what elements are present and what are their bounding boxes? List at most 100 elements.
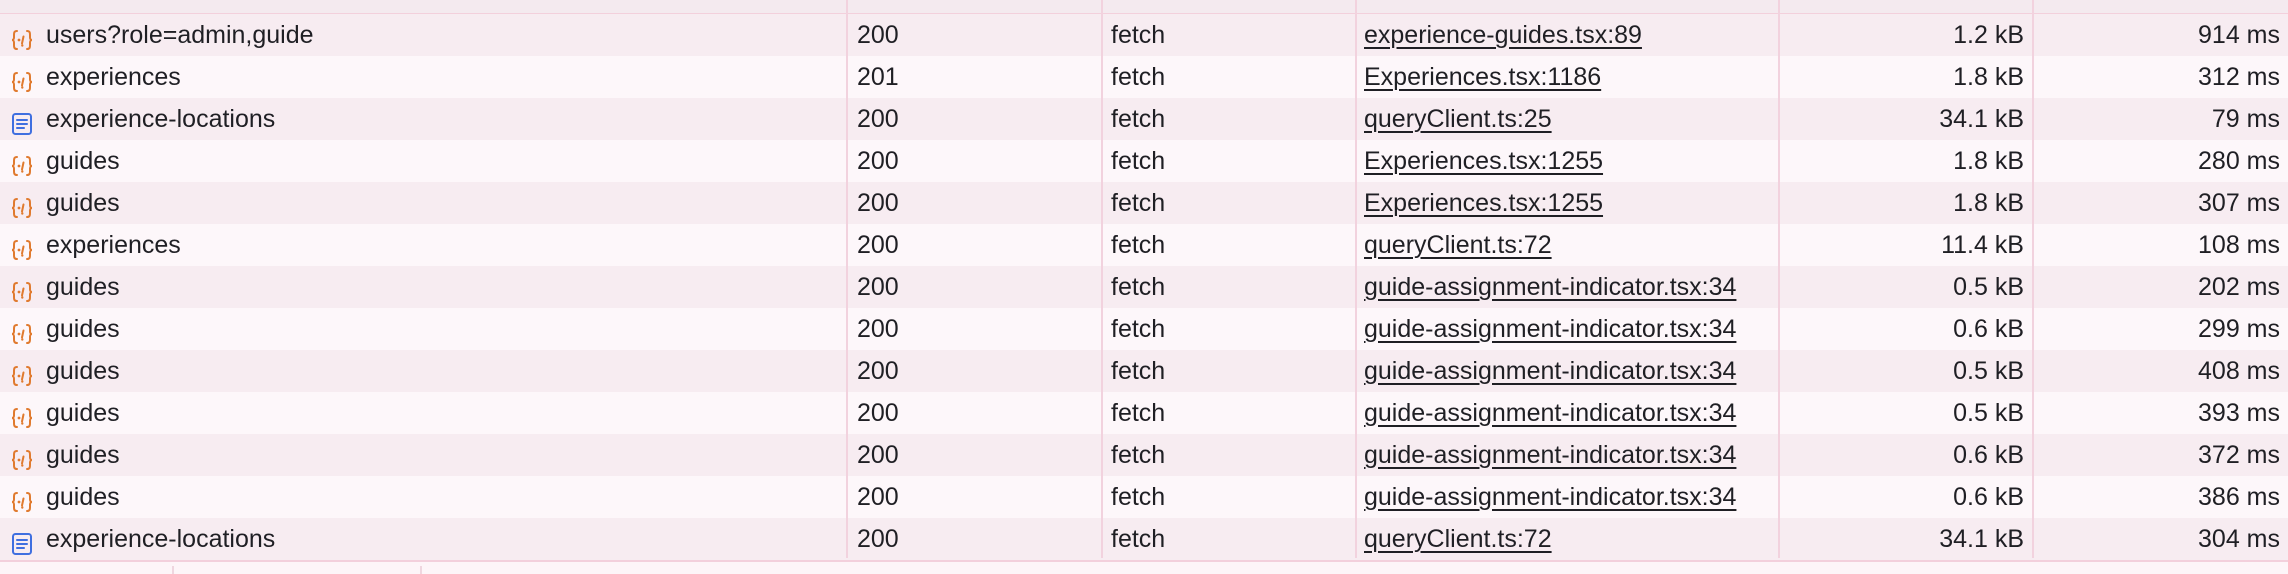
initiator-cell: guide-assignment-indicator.tsx:34 xyxy=(1364,266,1774,308)
request-name: guides xyxy=(46,273,120,301)
time-cell: 202 ms xyxy=(2198,273,2280,301)
name-cell[interactable]: guides xyxy=(0,392,846,434)
status-cell: 200 xyxy=(857,21,899,49)
name-cell[interactable]: guides xyxy=(0,350,846,392)
size-cell: 34.1 kB xyxy=(1939,525,2024,553)
request-row[interactable]: experience-locations 200 fetch queryClient.… xyxy=(0,98,2288,140)
request-name: guides xyxy=(46,147,120,175)
initiator-link[interactable]: guide-assignment-indicator.tsx:34 xyxy=(1364,399,1737,427)
request-name: experiences xyxy=(46,63,181,91)
initiator-cell: Experiences.tsx:1186 xyxy=(1364,56,1774,98)
initiator-link[interactable]: queryClient.ts:72 xyxy=(1364,231,1552,259)
initiator-link[interactable]: experience-guides.tsx:89 xyxy=(1364,21,1642,49)
size-cell: 0.6 kB xyxy=(1953,441,2024,469)
name-cell[interactable]: guides xyxy=(0,140,846,182)
time-cell: 307 ms xyxy=(2198,189,2280,217)
type-cell: fetch xyxy=(1111,63,1166,91)
initiator-link[interactable]: Experiences.tsx:1255 xyxy=(1364,189,1604,217)
size-cell: 1.8 kB xyxy=(1953,189,2024,217)
initiator-link[interactable]: guide-assignment-indicator.tsx:34 xyxy=(1364,315,1737,343)
initiator-link[interactable]: guide-assignment-indicator.tsx:34 xyxy=(1364,273,1737,301)
status-cell: 200 xyxy=(857,273,899,301)
time-cell: 312 ms xyxy=(2198,63,2280,91)
name-cell[interactable]: experiences xyxy=(0,56,846,98)
initiator-link[interactable]: guide-assignment-indicator.tsx:34 xyxy=(1364,441,1737,469)
name-cell[interactable]: guides xyxy=(0,308,846,350)
time-cell: 372 ms xyxy=(2198,441,2280,469)
name-cell[interactable]: guides xyxy=(0,182,846,224)
status-cell: 200 xyxy=(857,315,899,343)
type-cell: fetch xyxy=(1111,105,1166,133)
json-icon xyxy=(10,191,34,218)
initiator-link[interactable]: Experiences.tsx:1186 xyxy=(1364,63,1602,91)
document-icon xyxy=(10,107,34,135)
json-icon xyxy=(10,401,34,428)
initiator-link[interactable]: guide-assignment-indicator.tsx:34 xyxy=(1364,483,1737,511)
status-cell: 200 xyxy=(857,147,899,175)
time-cell: 108 ms xyxy=(2198,231,2280,259)
request-row[interactable]: users?role=admin,guide 200 fetch experience… xyxy=(0,14,2288,56)
time-cell: 393 ms xyxy=(2198,399,2280,427)
request-name: guides xyxy=(46,315,120,343)
name-cell[interactable]: experience-locations xyxy=(0,98,846,140)
size-cell: 0.5 kB xyxy=(1953,273,2024,301)
status-cell: 200 xyxy=(857,483,899,511)
json-icon xyxy=(10,23,34,50)
column-divider xyxy=(2032,0,2034,558)
request-name: guides xyxy=(46,399,120,427)
request-row[interactable]: guides 200 fetch guide-assignment-indicator… xyxy=(0,308,2288,350)
time-cell: 280 ms xyxy=(2198,147,2280,175)
time-cell: 79 ms xyxy=(2211,105,2280,133)
json-icon xyxy=(10,65,34,92)
initiator-cell: guide-assignment-indicator.tsx:34 xyxy=(1364,392,1774,434)
column-divider xyxy=(1778,0,1780,558)
initiator-link[interactable]: Experiences.tsx:1255 xyxy=(1364,147,1604,175)
type-cell: fetch xyxy=(1111,231,1166,259)
column-divider xyxy=(1101,0,1103,558)
type-cell: fetch xyxy=(1111,21,1166,49)
request-name: experiences xyxy=(46,231,181,259)
json-icon xyxy=(10,233,34,260)
time-cell: 408 ms xyxy=(2198,357,2280,385)
time-cell: 304 ms xyxy=(2198,525,2280,553)
name-cell[interactable]: users?role=admin,guide xyxy=(0,14,846,56)
initiator-link[interactable]: guide-assignment-indicator.tsx:34 xyxy=(1364,357,1737,385)
name-cell[interactable]: guides xyxy=(0,266,846,308)
initiator-cell: guide-assignment-indicator.tsx:34 xyxy=(1364,434,1774,476)
initiator-cell: queryClient.ts:72 xyxy=(1364,224,1774,266)
status-cell: 200 xyxy=(857,189,899,217)
type-cell: fetch xyxy=(1111,315,1166,343)
type-cell: fetch xyxy=(1111,147,1166,175)
table-header-strip xyxy=(0,0,2288,15)
request-name: experience-locations xyxy=(46,525,276,553)
column-divider xyxy=(1355,0,1357,558)
name-cell[interactable]: experience-locations xyxy=(0,518,846,560)
size-cell: 1.2 kB xyxy=(1953,21,2024,49)
name-cell[interactable]: guides xyxy=(0,434,846,476)
request-name: experience-locations xyxy=(46,105,276,133)
initiator-link[interactable]: queryClient.ts:72 xyxy=(1364,525,1552,553)
name-cell[interactable]: guides xyxy=(0,476,846,518)
json-icon xyxy=(10,359,34,386)
initiator-cell: Experiences.tsx:1255 xyxy=(1364,140,1774,182)
status-cell: 200 xyxy=(857,105,899,133)
type-cell: fetch xyxy=(1111,399,1166,427)
name-cell[interactable]: experiences xyxy=(0,224,846,266)
size-cell: 0.5 kB xyxy=(1953,357,2024,385)
initiator-cell: guide-assignment-indicator.tsx:34 xyxy=(1364,476,1774,518)
time-cell: 386 ms xyxy=(2198,483,2280,511)
initiator-link[interactable]: queryClient.ts:25 xyxy=(1364,105,1552,133)
size-cell: 0.6 kB xyxy=(1953,315,2024,343)
status-cell: 201 xyxy=(857,63,899,91)
